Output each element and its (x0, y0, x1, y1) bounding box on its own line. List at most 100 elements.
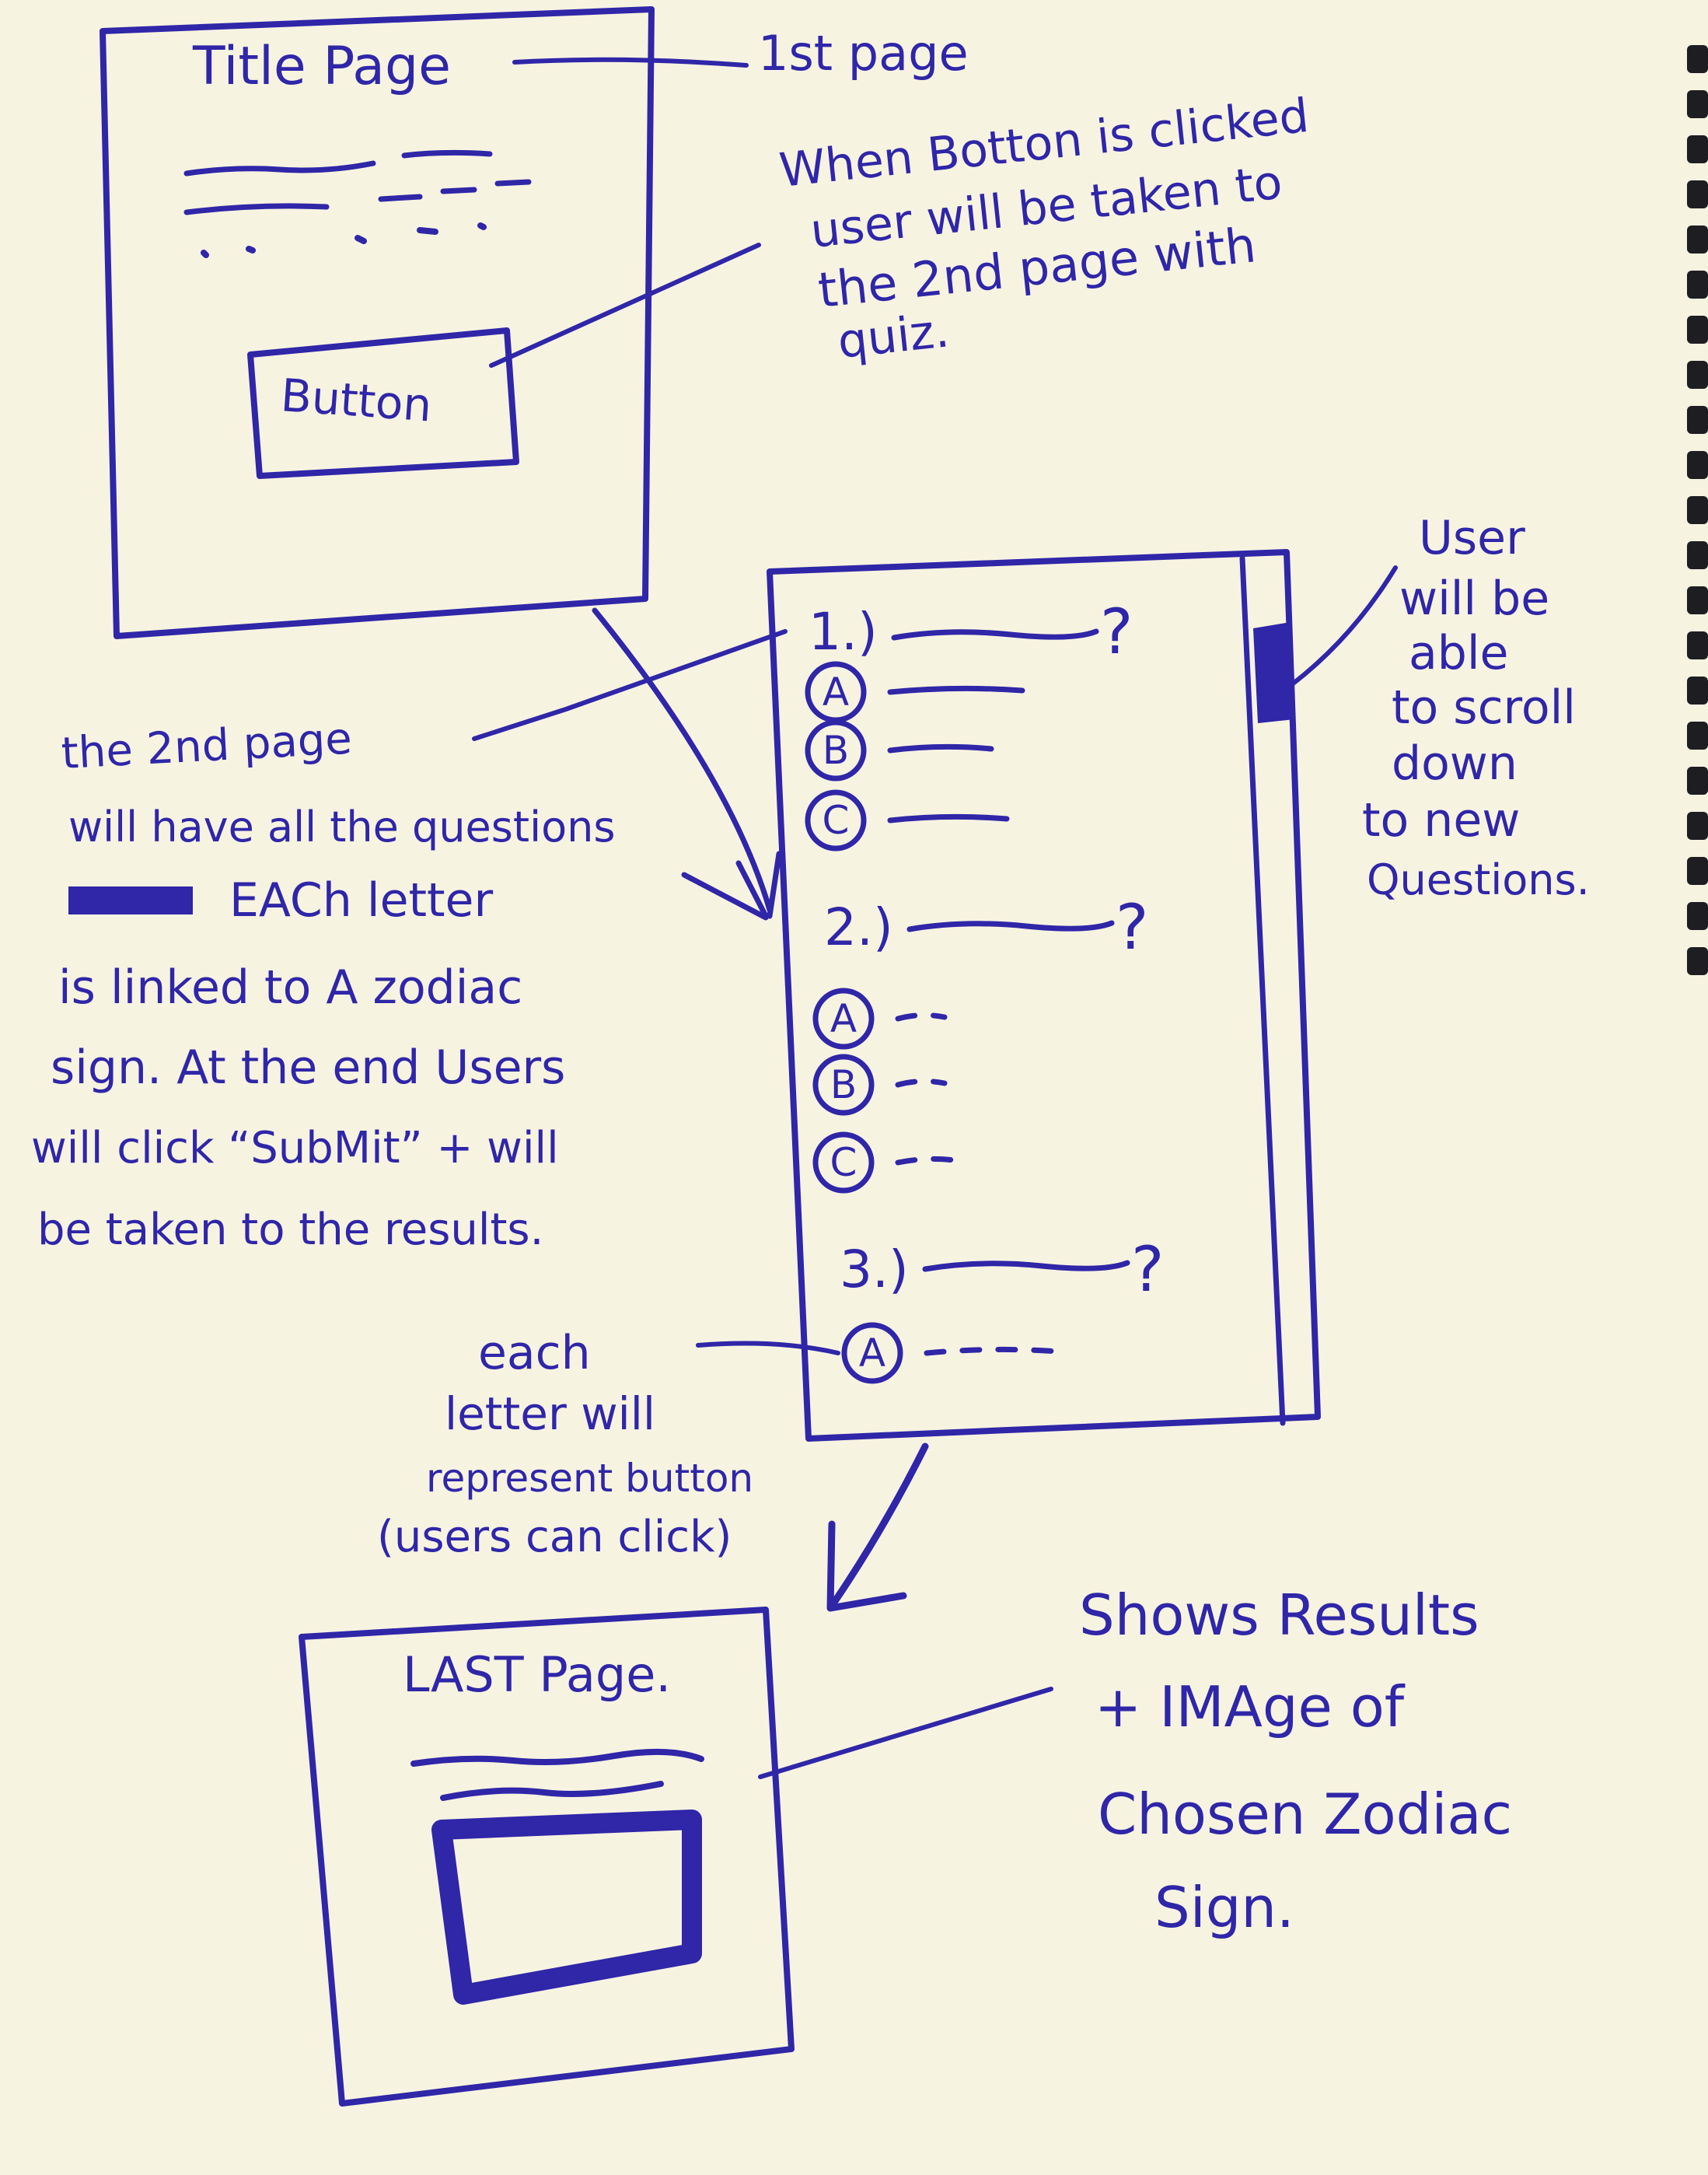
binding-mark (1687, 90, 1708, 118)
option-a-button[interactable]: A (805, 661, 1025, 723)
title-text-dots (201, 222, 487, 258)
question-1: 1.)?ABC (805, 596, 1133, 851)
binding-mark (1687, 271, 1708, 299)
letter-note-line-1: each (478, 1326, 591, 1380)
option-circle[interactable] (805, 789, 867, 851)
question-2: 2.)?ABC (812, 891, 1148, 1194)
button-note-line-4: quiz. (835, 303, 952, 369)
second-page-note-line-3: EACh letter (229, 873, 493, 928)
binding-mark (1687, 586, 1708, 614)
option-circle[interactable] (805, 719, 867, 782)
letter-note-pointer (696, 1341, 840, 1355)
letter-note: each letter will represent button (users… (377, 1326, 753, 1562)
option-letter: B (823, 728, 849, 773)
title-page-wireframe: Title Page Button (100, 6, 655, 639)
last-page-frame (299, 1607, 795, 2107)
binding-mark (1687, 496, 1708, 524)
binding-mark (1687, 316, 1708, 344)
option-circle[interactable] (812, 1054, 875, 1116)
option-circle[interactable] (841, 1322, 903, 1384)
results-note-line-2: + IMAge of (1095, 1674, 1406, 1740)
zodiac-image-placeholder (431, 1810, 702, 2005)
scribbled-out-word (68, 886, 193, 914)
scroll-note-line-4: to scroll (1392, 680, 1576, 735)
letter-note-line-2: letter will (445, 1387, 655, 1440)
last-page-wireframe: LAST Page. (299, 1607, 795, 2107)
title-page-button[interactable] (247, 327, 519, 479)
binding-mark (1687, 677, 1708, 705)
scrollbar-thumb[interactable] (1253, 622, 1294, 723)
question-text-line (906, 920, 1115, 932)
option-letter: B (830, 1062, 857, 1107)
option-b-button[interactable]: B (812, 1054, 948, 1116)
option-letter: A (830, 996, 857, 1041)
option-a-button[interactable]: A (841, 1322, 1062, 1384)
arrow-to-quiz-page (592, 607, 782, 919)
second-page-note-arrow-line (681, 872, 769, 921)
scroll-note-line-2: will be (1399, 572, 1549, 626)
option-c-button[interactable]: C (812, 1131, 963, 1194)
second-page-note-line-7: be taken to the results. (37, 1205, 543, 1255)
binding-mark (1687, 857, 1708, 885)
second-page-note-line-2: will have all the questions (68, 803, 615, 851)
second-page-note: the 2nd page will have all the questions… (31, 713, 615, 1255)
second-page-note-line-5: sign. At the end Users (51, 1040, 565, 1095)
quiz-page-frame (767, 549, 1321, 1442)
option-text-line (924, 1346, 1062, 1356)
scroll-note-pointer (1290, 565, 1398, 687)
binding-mark (1687, 406, 1708, 434)
title-page-button-label: Button (279, 369, 434, 432)
option-letter: C (823, 798, 850, 843)
binding-mark (1687, 947, 1708, 975)
question-text-line (891, 628, 1099, 641)
question-number: 2.) (824, 897, 893, 957)
result-text-lines (410, 1748, 704, 1801)
option-c-button[interactable]: C (805, 789, 1010, 851)
binding-mark (1687, 180, 1708, 208)
binding-mark (1687, 722, 1708, 750)
binding-mark (1687, 226, 1708, 254)
binding-mark (1687, 361, 1708, 389)
option-circle[interactable] (812, 988, 875, 1050)
option-text-line (895, 1078, 948, 1088)
results-note-line-1: Shows Results (1079, 1582, 1479, 1648)
title-text-lines (183, 149, 532, 215)
results-note-line-4: Sign. (1154, 1875, 1294, 1940)
scroll-note-line-6: to new (1362, 793, 1520, 848)
results-note-line-3: Chosen Zodiac (1098, 1782, 1512, 1847)
results-note-pointer (758, 1687, 1053, 1779)
option-circle[interactable] (812, 1131, 875, 1194)
last-page-label: LAST Page. (403, 1646, 671, 1703)
arrow-to-last-page (826, 1442, 929, 1612)
title-page-frame (100, 6, 655, 639)
question-mark: ? (1100, 596, 1133, 668)
spiral-binding (1687, 45, 1708, 975)
second-page-note-line-6: will click “SubMit” + will (31, 1123, 559, 1173)
binding-mark (1687, 45, 1708, 73)
option-text-line (887, 743, 994, 754)
option-text-line (895, 1012, 948, 1022)
question-3: 3.)? A (840, 1233, 1164, 1384)
binding-mark (1687, 451, 1708, 479)
binding-mark (1687, 631, 1708, 659)
first-page-note: 1st page (758, 25, 969, 82)
binding-mark (1687, 767, 1708, 795)
option-letter: C (830, 1140, 857, 1185)
button-note-pointer (489, 243, 761, 368)
option-a-button[interactable]: A (812, 988, 948, 1050)
option-text-line (887, 813, 1010, 823)
question-number: 3.) (840, 1240, 909, 1299)
binding-mark (1687, 135, 1708, 163)
question-text-line (922, 1260, 1130, 1272)
binding-mark (1687, 541, 1708, 569)
option-b-button[interactable]: B (805, 719, 994, 782)
question-mark: ? (1131, 1233, 1164, 1306)
results-note: Shows Results + IMAge of Chosen Zodiac S… (1079, 1582, 1512, 1940)
scroll-note-line-3: able (1409, 626, 1508, 680)
title-page-label: Title Page (192, 36, 451, 97)
scrollbar-track[interactable] (1239, 555, 1286, 1426)
second-page-note-pointer (472, 629, 788, 741)
